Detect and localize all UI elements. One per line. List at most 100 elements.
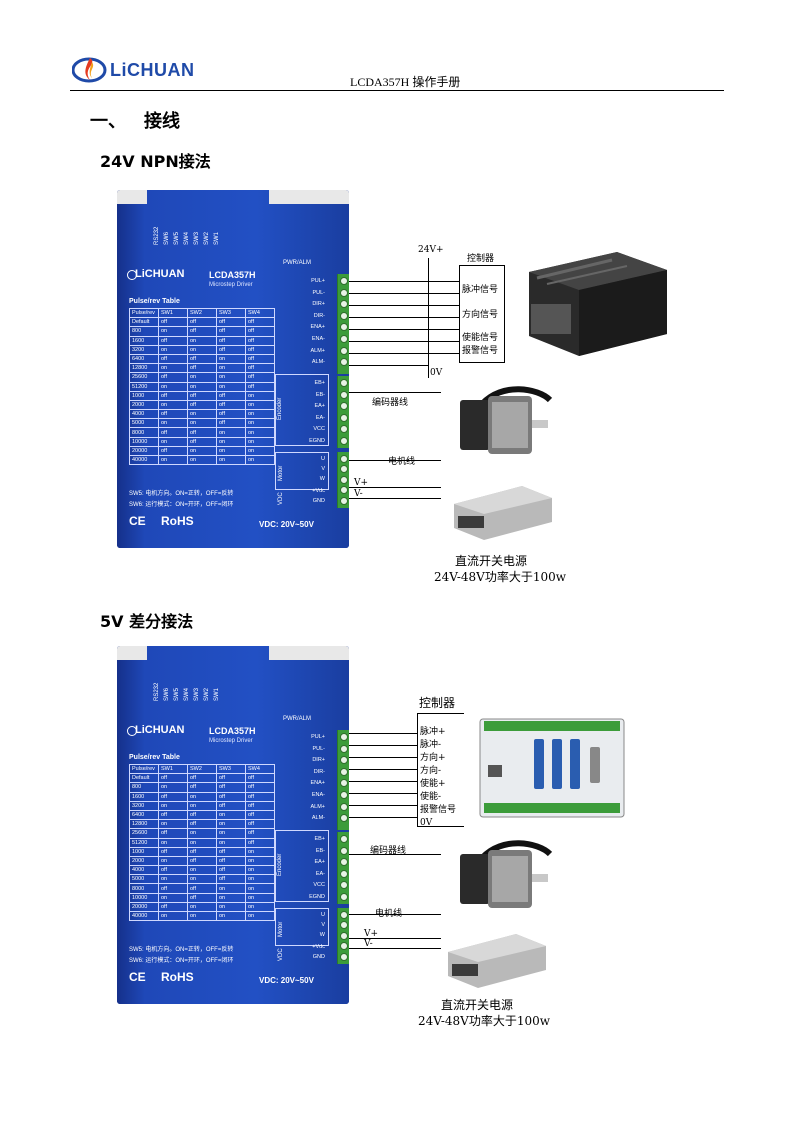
table-cell: on — [245, 427, 275, 438]
table-cell: off — [216, 326, 246, 337]
table-cell: off — [158, 409, 188, 420]
table-cell: off — [158, 317, 188, 328]
table-cell: on — [245, 883, 275, 894]
table-cell: on — [216, 901, 246, 913]
table-header-cell: Pulse/rev — [129, 307, 159, 319]
table-cell: on — [216, 454, 246, 466]
psu-caption-2b: 24V-48V功率大于100w — [418, 1014, 551, 1028]
table-cell: off — [187, 390, 217, 401]
table-cell: 40000 — [129, 454, 159, 466]
table-cell: on — [187, 418, 217, 429]
table-cell: off — [158, 865, 188, 876]
power-supply-image-2 — [448, 934, 546, 988]
table-cell: off — [187, 773, 217, 784]
table-cell: off — [216, 782, 246, 793]
terminal-screw — [340, 358, 348, 367]
driver-logo-icon — [127, 270, 137, 280]
supply-24v-label: 24V+ — [418, 245, 444, 255]
table-cell: Default — [129, 773, 159, 784]
logo-text: LiCHUAN — [110, 60, 195, 80]
terminal-screw — [340, 390, 348, 399]
signal-ena-minus: 使能- — [420, 792, 442, 802]
diagram1-heading: 24V NPN接法 — [100, 152, 211, 171]
table-header-cell: SW1 — [158, 763, 188, 775]
switch-label: SW6 — [164, 687, 170, 701]
signal-pin: ALM+ — [310, 803, 325, 810]
table-cell: 1600 — [129, 791, 159, 802]
signal-ena-plus: 使能+ — [420, 779, 446, 789]
table-cell: off — [187, 809, 217, 821]
table-cell: off — [187, 782, 217, 793]
controller-title-2: 控制器 — [419, 696, 456, 710]
motor-group-label: Motor — [278, 465, 284, 481]
terminal-screw — [340, 346, 348, 355]
table-cell: on — [187, 828, 217, 839]
encoder-terminal-block — [337, 376, 349, 448]
signal-pin-labels: PUL+PUL-DIR+DIR-ENA+ENA-ALM+ALM- — [285, 732, 325, 825]
terminal-screw — [340, 893, 348, 901]
table-cell: off — [158, 427, 188, 438]
switch-label: SW5 — [174, 687, 180, 701]
signal-pin: DIR+ — [312, 757, 325, 764]
table-cell: off — [245, 344, 275, 355]
controller-signal-box-2: 脉冲+ 脉冲- 方向+ 方向- 使能+ 使能- 报警信号 0V — [417, 713, 464, 828]
encoder-cable-label-2: 编码器线 — [370, 846, 407, 856]
motor-cable-label-2: 电机线 — [375, 909, 403, 919]
table-cell: on — [216, 819, 246, 830]
terminal-screw — [340, 496, 348, 505]
power-terminal-block — [337, 452, 349, 508]
terminal-screw — [340, 475, 348, 484]
table-cell: on — [216, 910, 246, 922]
pwr-alm-label: PWR/ALM — [283, 716, 312, 722]
switch-label: RS232 — [154, 682, 160, 701]
vdc-rating: VDC: 20V~50V — [259, 976, 314, 985]
table-cell: on — [216, 353, 246, 365]
vdc-pin: GND — [312, 498, 325, 504]
terminal-screw — [340, 733, 348, 741]
header-divider — [70, 90, 724, 91]
table-cell: on — [187, 837, 217, 848]
table-cell: off — [158, 390, 188, 401]
encoder-terminal-block — [337, 832, 349, 904]
signal-pin: ENA- — [311, 791, 325, 798]
encoder-pin: VCC — [313, 882, 325, 889]
table-cell: 1600 — [129, 335, 159, 346]
table-cell: off — [245, 317, 275, 328]
switch-label: SW2 — [204, 231, 210, 245]
table-header-cell: SW3 — [216, 307, 246, 319]
table-cell: 8000 — [129, 427, 159, 438]
rohs-mark: RoHS — [161, 970, 194, 984]
terminal-screw — [340, 802, 348, 811]
switch-label: SW3 — [194, 231, 200, 245]
section-number: 一、 — [90, 111, 126, 132]
table-cell: off — [216, 855, 246, 867]
table-cell: off — [245, 363, 275, 374]
table-cell: on — [158, 892, 188, 903]
driver-subtitle: Microstep Driver — [209, 282, 253, 288]
table-header-cell: SW4 — [245, 307, 275, 319]
table-cell: off — [187, 855, 217, 867]
table-cell: off — [158, 353, 188, 365]
switch-label: SW1 — [214, 231, 220, 245]
pwr-alm-label: PWR/ALM — [283, 260, 312, 266]
terminal-screw — [340, 437, 348, 445]
signal-pin-labels: PUL+PUL-DIR+DIR-ENA+ENA-ALM+ALM- — [285, 276, 325, 369]
table-cell: 25600 — [129, 372, 159, 383]
encoder-group-box — [275, 374, 329, 446]
encoder-pin: EB+ — [314, 836, 325, 842]
signal-alarm-2: 报警信号 — [420, 805, 457, 815]
terminal-screw — [340, 767, 348, 776]
table-cell: on — [216, 883, 246, 894]
table-cell: on — [216, 828, 246, 839]
